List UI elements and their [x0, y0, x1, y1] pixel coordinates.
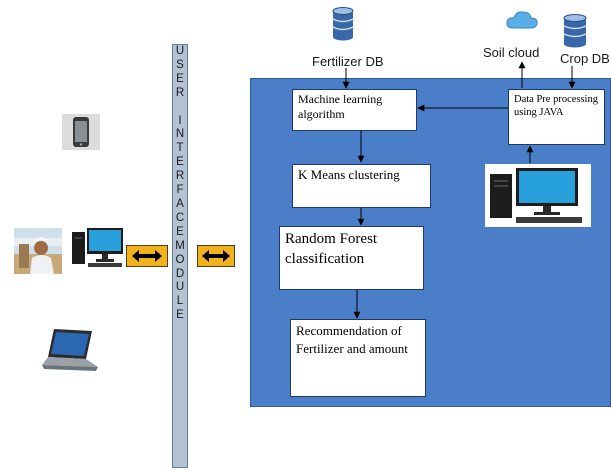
ui-module-letter: E — [176, 225, 184, 238]
soil-cloud-label: Soil cloud — [483, 45, 540, 60]
recommendation-label: Recommendation of Fertilizer and amount — [296, 323, 408, 356]
cloud-icon — [506, 11, 538, 29]
ui-module-letter: O — [175, 253, 185, 266]
database-icon — [563, 14, 587, 48]
ui-module-letter: E — [176, 72, 184, 85]
ui-module-letter: R — [175, 170, 185, 183]
ui-module-letter: I — [178, 114, 182, 127]
ui-module-letter: F — [176, 184, 184, 197]
database-icon — [332, 7, 354, 41]
preprocessing-box: Data Pre processing using JAVA — [508, 89, 605, 145]
preprocessing-label: Data Pre processing using JAVA — [514, 94, 598, 119]
ui-module-letter: T — [176, 142, 184, 155]
ml-algorithm-label: Machine learning algorithm — [298, 92, 383, 121]
kmeans-box: K Means clustering — [292, 164, 431, 208]
desktop-computer-icon — [490, 168, 582, 223]
ui-module-letter: E — [176, 309, 184, 322]
crop-db-label: Crop DB — [560, 51, 610, 66]
ui-module-letter: E — [176, 156, 184, 169]
random-forest-box: Random Forest classification — [279, 226, 424, 290]
farmer-photo — [14, 228, 62, 274]
ui-module-letter: A — [176, 197, 184, 210]
random-forest-label: Random Forest classification — [285, 231, 378, 268]
smartphone-icon — [62, 114, 100, 150]
laptop-icon — [42, 329, 98, 371]
ui-module-letter: D — [175, 267, 185, 280]
ui-module-letter: S — [176, 58, 184, 71]
ui-module-letter: M — [175, 239, 185, 252]
double-arrow-icon — [126, 245, 168, 267]
ui-module-letter: N — [175, 128, 185, 141]
desktop-computer-icon — [72, 228, 123, 267]
double-arrow-icon — [197, 245, 235, 267]
ui-module-letter: L — [176, 295, 184, 308]
ui-module-letter: U — [175, 281, 185, 294]
ui-module-letter: R — [175, 86, 185, 99]
ui-module-letter: U — [175, 45, 185, 57]
ml-algorithm-box: Machine learning algorithm — [292, 89, 417, 131]
recommendation-box: Recommendation of Fertilizer and amount — [290, 319, 426, 397]
fertilizer-db-label: Fertilizer DB — [312, 54, 384, 69]
ui-module-letter: C — [175, 211, 185, 224]
kmeans-label: K Means clustering — [298, 167, 400, 182]
